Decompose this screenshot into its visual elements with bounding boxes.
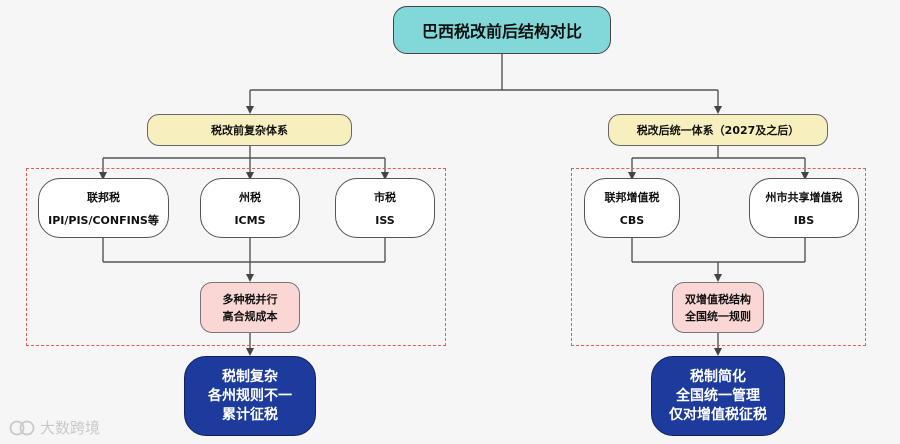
tax-code: IPI/PIS/CONFINS等 (48, 213, 159, 227)
tax-code: ICMS (234, 213, 266, 227)
tax-name: 联邦税 (87, 190, 120, 204)
tax-name: 市税 (374, 191, 396, 205)
result-line: 各州规则不一 (208, 387, 292, 404)
result-line: 税制复杂 (222, 368, 278, 385)
left-tax-state: 州税 ICMS (200, 178, 300, 238)
result-line: 税制简化 (690, 368, 746, 385)
tax-code: CBS (619, 213, 645, 227)
left-tax-municipal: 市税 ISS (335, 178, 435, 238)
summary-line: 多种税并行 (222, 292, 278, 306)
tax-name: 联邦增值税 (604, 191, 660, 205)
right-summary-box: 双增值税结构 全国统一规则 (672, 282, 764, 333)
result-line: 累计征税 (222, 406, 278, 423)
logo-icon (9, 420, 35, 435)
tax-code: IBS (793, 213, 815, 227)
diagram-title: 巴西税改前后结构对比 (393, 6, 611, 54)
right-result-box: 税制简化 全国统一管理 仅对增值税征税 (651, 356, 785, 436)
watermark-text: 大数跨境 (40, 419, 101, 437)
summary-line: 高合规成本 (222, 309, 278, 323)
right-tax-federal-vat: 联邦增值税 CBS (584, 178, 680, 238)
right-tax-shared-vat: 州市共享增值税 IBS (749, 178, 859, 238)
tax-name: 州税 (239, 191, 261, 205)
left-tax-federal: 联邦税 IPI/PIS/CONFINS等 (38, 178, 169, 238)
right-group-frame (571, 168, 866, 346)
right-header-box: 税改后统一体系（2027及之后） (608, 114, 828, 146)
tax-code: ISS (375, 213, 395, 227)
tax-name: 州市共享增值税 (765, 191, 843, 205)
left-header-box: 税改前复杂体系 (147, 114, 352, 146)
left-group-frame (26, 168, 446, 346)
left-summary-box: 多种税并行 高合规成本 (200, 282, 300, 333)
result-line: 全国统一管理 (676, 387, 760, 404)
summary-line: 双增值税结构 (685, 292, 751, 306)
summary-line: 全国统一规则 (685, 309, 751, 323)
left-result-box: 税制复杂 各州规则不一 累计征税 (184, 356, 316, 436)
result-line: 仅对增值税征税 (669, 406, 767, 423)
watermark: 大数跨境 (8, 417, 100, 438)
